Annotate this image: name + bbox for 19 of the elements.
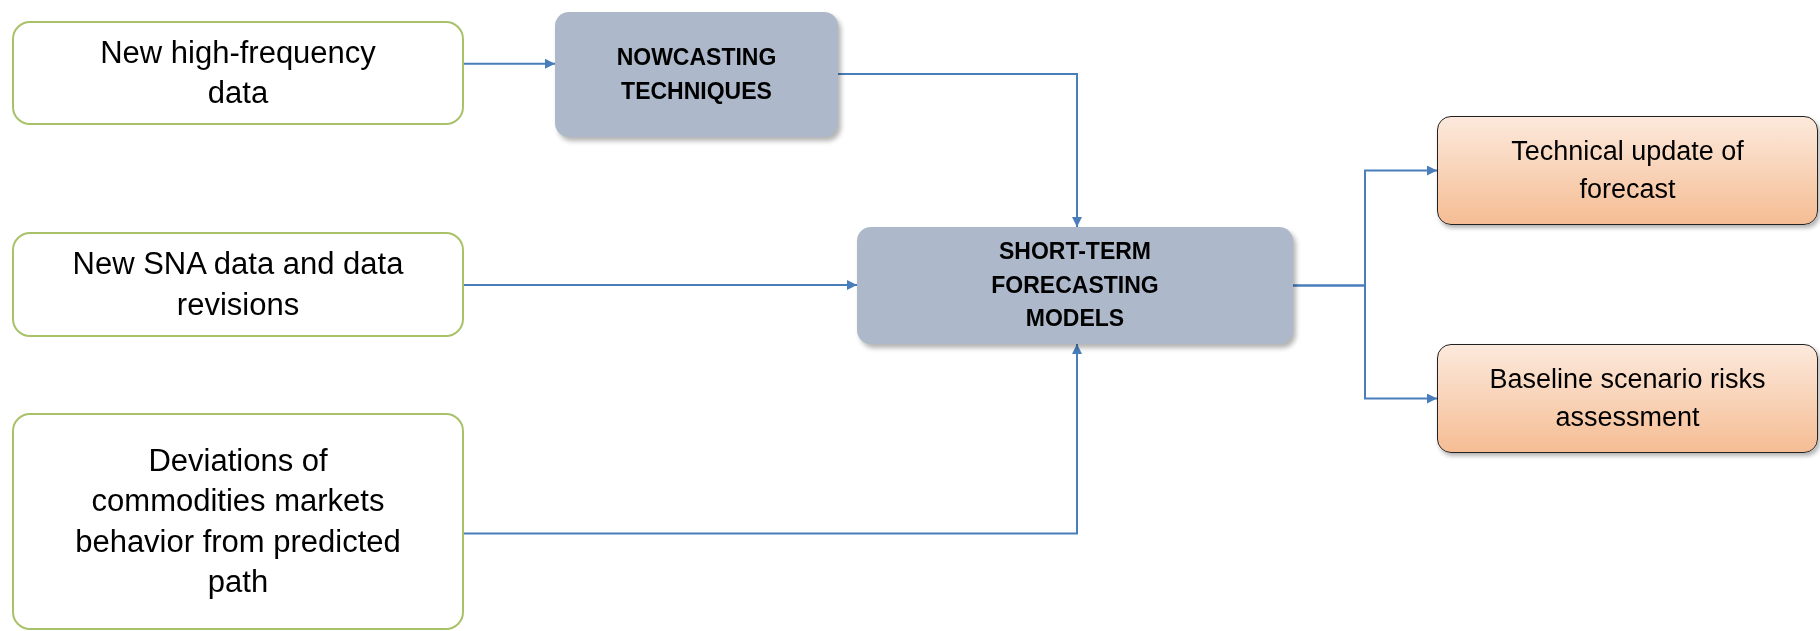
node-label: NOWCASTING TECHNIQUES [615,43,778,106]
output-box [1437,344,1818,453]
arrow [463,58,556,69]
node-label: Deviations of commodities markets behavior from predicted path [74,441,402,601]
process-box [555,12,838,137]
input-box [12,413,464,630]
arrow [463,280,858,290]
arrow [1292,284,1438,404]
output-box [1437,116,1818,225]
process-box [857,227,1293,344]
input-box [12,232,464,337]
node-label: Technical update of forecast [1510,134,1745,206]
arrow [837,73,1082,228]
node-label: New high-frequency data [99,33,377,112]
node-label: SHORT-TERM FORECASTING MODELS [990,237,1160,334]
node-label: Baseline scenario risks assessment [1488,362,1767,434]
input-box [12,21,464,125]
arrow [463,343,1082,535]
node-label: New SNA data and data revisions [71,245,405,324]
